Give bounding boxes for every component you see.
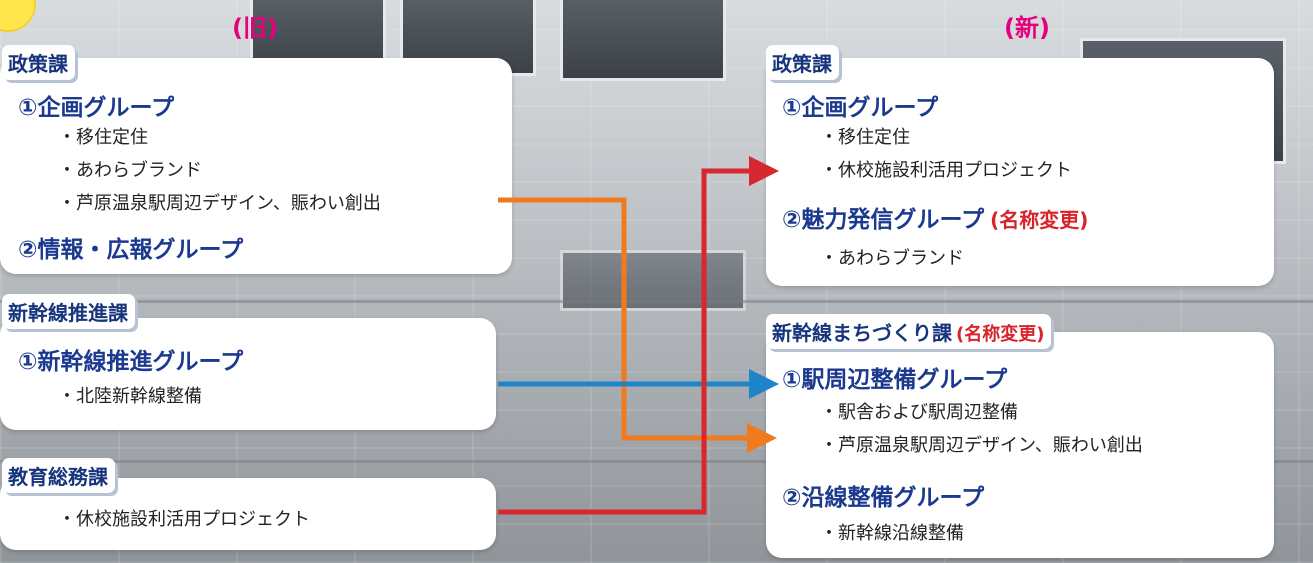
new-machizukuri-item: ・新幹線沿線整備 bbox=[820, 523, 964, 544]
arrow-red bbox=[498, 156, 780, 515]
new-machizukuri-group1: ①駅周辺整備グループ bbox=[782, 367, 1008, 393]
new-seisaku-item: ・移住定住 bbox=[820, 127, 910, 148]
old-shinkansen-group1: ①新幹線推進グループ bbox=[18, 349, 244, 375]
old-shinkansen-item: ・北陸新幹線整備 bbox=[58, 386, 202, 407]
new-seisaku-group2: ②魅力発信グループ(名称変更) bbox=[782, 200, 1088, 234]
old-seisaku-box bbox=[0, 58, 512, 274]
new-seisaku-dept-tag: 政策課 bbox=[766, 45, 839, 80]
new-seisaku-item: ・休校施設利活用プロジェクト bbox=[820, 160, 1072, 181]
old-seisaku-item: ・あわらブランド bbox=[58, 160, 202, 181]
arrow-orange bbox=[498, 197, 778, 453]
old-header: (旧) bbox=[232, 14, 278, 42]
new-machizukuri-group2: ②沿線整備グループ bbox=[782, 485, 985, 511]
old-shinkansen-dept-tag: 新幹線推進課 bbox=[2, 294, 135, 329]
new-machizukuri-item: ・芦原温泉駅周辺デザイン、賑わい創出 bbox=[820, 435, 1143, 456]
new-seisaku-group1: ①企画グループ bbox=[782, 95, 939, 121]
old-seisaku-item: ・移住定住 bbox=[58, 127, 148, 148]
new-machizukuri-dept-label: 新幹線まちづくり課 bbox=[772, 321, 952, 345]
new-seisaku-group2-label: ②魅力発信グループ bbox=[782, 207, 985, 233]
old-seisaku-dept-tag: 政策課 bbox=[2, 45, 75, 80]
new-seisaku-box bbox=[766, 58, 1274, 286]
rename-note: (名称変更) bbox=[990, 208, 1089, 232]
new-machizukuri-box bbox=[766, 332, 1274, 558]
old-kyoiku-dept-tag: 教育総務課 bbox=[2, 458, 115, 493]
old-seisaku-item: ・芦原温泉駅周辺デザイン、賑わい創出 bbox=[58, 193, 381, 214]
old-shinkansen-box bbox=[0, 318, 496, 430]
new-machizukuri-dept-tag: 新幹線まちづくり課(名称変更) bbox=[766, 314, 1052, 349]
new-machizukuri-item: ・駅舎および駅周辺整備 bbox=[820, 402, 1018, 423]
new-seisaku-item: ・あわらブランド bbox=[820, 248, 964, 269]
old-seisaku-group2: ②情報・広報グループ bbox=[18, 237, 244, 263]
rename-note: (名称変更) bbox=[956, 324, 1045, 345]
old-kyoiku-item: ・休校施設利活用プロジェクト bbox=[58, 509, 310, 530]
new-header: (新) bbox=[1004, 14, 1050, 42]
old-seisaku-group1: ①企画グループ bbox=[18, 95, 175, 121]
